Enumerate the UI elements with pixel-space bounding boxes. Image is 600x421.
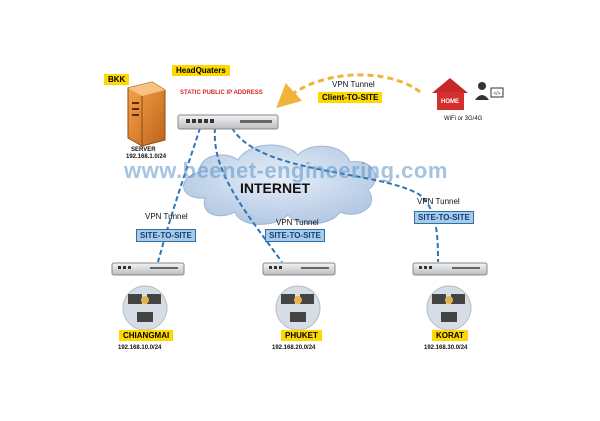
- branch-tunnel-title-korat: VPN Tunnel: [417, 197, 460, 206]
- branch-tunnel-type-phuket: SITE-TO-SITE: [265, 229, 325, 242]
- branch-name-korat: KORAT: [432, 330, 468, 341]
- vpn-link-hq-korat: [231, 127, 439, 263]
- router-icon-chiangmai: [111, 262, 185, 276]
- client-to-site-arrow: [276, 73, 421, 109]
- branch-subnet-phuket: 192.168.20.0/24: [272, 345, 316, 351]
- server-label: SERVER: [131, 147, 156, 153]
- computer-group-icon-phuket: [275, 285, 321, 331]
- hq-router-icon: [177, 114, 279, 130]
- site-label-bkk: BKK: [104, 74, 130, 85]
- headquarters-label: HeadQuaters: [172, 65, 230, 76]
- router-icon-phuket: [262, 262, 336, 276]
- server-icon: [127, 81, 166, 147]
- internet-cloud-icon: [183, 144, 377, 225]
- internet-label: INTERNET: [240, 180, 310, 196]
- branch-tunnel-type-chiangmai: SITE-TO-SITE: [136, 229, 196, 242]
- server-ip: 192.168.1.0/24: [126, 154, 167, 160]
- branch-name-chiangmai: CHIANGMAI: [119, 330, 174, 341]
- vpn-link-hq-chiangmai: [157, 127, 201, 263]
- computer-group-icon-chiangmai: [122, 285, 168, 331]
- branch-subnet-korat: 192.168.30.0/24: [424, 345, 468, 351]
- branch-name-phuket: PHUKET: [281, 330, 322, 341]
- vpn-links: [157, 127, 439, 263]
- client-vpn-type: Client-TO-SITE: [318, 92, 383, 103]
- branch-subnet-chiangmai: 192.168.10.0/24: [118, 345, 162, 351]
- static-ip-label: STATIC PUBLIC IP ADDRESS: [180, 90, 263, 96]
- client-vpn-title: VPN Tunnel: [332, 80, 375, 89]
- branch-tunnel-title-chiangmai: VPN Tunnel: [145, 212, 188, 221]
- vpn-link-hq-phuket: [213, 127, 283, 263]
- remote-user-icon: </>: [475, 82, 504, 100]
- branch-tunnel-title-phuket: VPN Tunnel: [276, 218, 319, 227]
- house-icon: [432, 78, 468, 110]
- svg-text:</>: </>: [493, 91, 500, 97]
- router-icon-korat: [412, 262, 488, 276]
- connection-label: WiFi or 3G/4G: [444, 116, 483, 122]
- home-label: HOME: [441, 99, 459, 105]
- computer-group-icon-korat: [426, 285, 472, 331]
- watermark: www.beenet-engineering.com: [124, 158, 448, 183]
- branch-tunnel-type-korat: SITE-TO-SITE: [414, 211, 474, 224]
